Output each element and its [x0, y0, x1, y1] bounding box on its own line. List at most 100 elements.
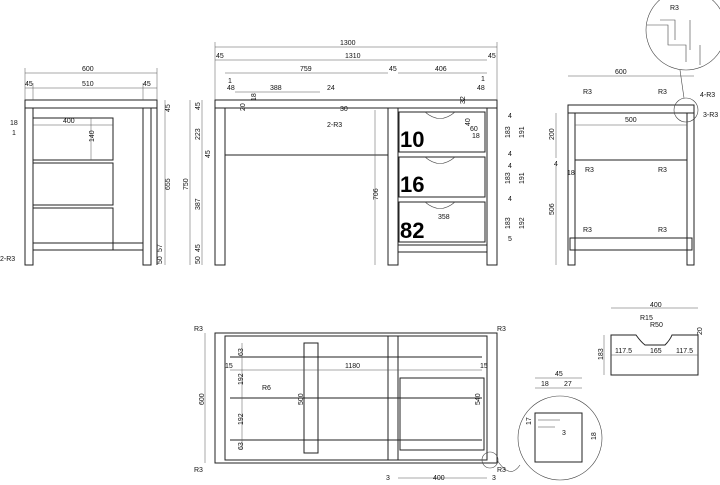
dim-706: 706	[373, 188, 380, 200]
dim-117-5-r: 117.5	[676, 348, 693, 355]
drawer-1[interactable]: 10	[398, 111, 486, 153]
dim-handle-18: 18	[472, 133, 480, 140]
dim-r15: R15	[640, 315, 653, 322]
dim-48-r: 48	[477, 85, 485, 92]
side-top-board	[567, 104, 695, 114]
note-r3-f: R3	[658, 227, 667, 234]
dim-140: 140	[89, 130, 96, 142]
dim-60: 60	[470, 126, 478, 133]
side-bottom-rail	[569, 237, 693, 251]
note-r3-bl: R3	[194, 467, 203, 474]
note-r3-a: R3	[583, 89, 592, 96]
dim-17: 17	[526, 417, 533, 425]
detail-circle	[517, 395, 603, 481]
dim-45: 45	[555, 371, 563, 378]
dim-1-l: 1	[228, 78, 232, 85]
dim-20: 20	[697, 327, 704, 335]
note-r3-detail: R3	[670, 5, 679, 12]
dim-gap-2: 4	[508, 151, 512, 158]
dim-57: 57	[157, 244, 164, 252]
dim-63-a: 63	[238, 348, 245, 356]
dim-1300: 1300	[340, 40, 356, 47]
dim-223: 223	[195, 128, 202, 140]
dim-4: 4	[554, 161, 558, 168]
front-right-leg	[486, 107, 498, 266]
drawer-number-2: 16	[400, 172, 424, 197]
dim-600: 600	[82, 66, 94, 73]
side-apron	[574, 112, 688, 161]
dim-506: 506	[549, 203, 556, 215]
dim-30: 30	[340, 106, 348, 113]
dim-192-a: 192	[238, 373, 245, 385]
note-4-r3: 4-R3	[700, 92, 715, 99]
dim-drawer-2: 183	[505, 172, 512, 184]
dim-600: 600	[615, 69, 627, 76]
drawer-side-3	[32, 207, 114, 251]
dim-200: 200	[549, 128, 556, 140]
dim-183: 183	[598, 348, 605, 360]
side-view: 600 500 200 4 18 506 4-R3 3-R3 R3 R3 R3 …	[549, 0, 720, 266]
dim-45-left: 45	[25, 81, 33, 88]
dim-117-5-l: 117.5	[615, 348, 632, 355]
joint-detail: 45 18 27 17 18 3	[517, 371, 603, 481]
detail-callout-large	[645, 0, 720, 71]
drawer-front-profile: 400 R15 R50 117.5 165 117.5 183 20	[598, 302, 704, 376]
drawer-number-3: 82	[400, 218, 424, 243]
drawer-2[interactable]: 16	[398, 156, 486, 198]
dim-45-bottom: 45	[195, 244, 202, 252]
dim-3-r: 3	[492, 475, 496, 482]
front-view: 10 16 82 1300 1310 45 45 759 45 406 388 …	[183, 40, 526, 266]
dim-18: 18	[567, 170, 575, 177]
dim-540: 540	[475, 393, 482, 405]
note-r6: R6	[262, 385, 271, 392]
side-leg-front	[567, 112, 576, 266]
dim-45-top: 45	[195, 102, 202, 110]
dim-gap-3: 4	[508, 163, 512, 170]
left-view: 600 45 510 45 400 140 18 1 45 655 57 50 …	[0, 66, 172, 266]
dim-3-l: 3	[386, 475, 390, 482]
dim-600: 600	[199, 393, 206, 405]
dim-45-right: 45	[143, 81, 151, 88]
note-r3-br: R3	[497, 467, 506, 474]
dim-side-2: 191	[519, 172, 526, 184]
left-back-leg	[142, 107, 152, 266]
dim-27: 27	[564, 381, 572, 388]
top-outline	[214, 332, 498, 464]
dim-18-b: 18	[591, 432, 598, 440]
dim-32: 32	[460, 96, 467, 104]
dim-759: 759	[300, 66, 312, 73]
dim-406: 406	[435, 66, 447, 73]
dim-24: 24	[327, 85, 335, 92]
note-r3-d: R3	[658, 167, 667, 174]
top-view: 600 1180 15 15 63 192 192 63 500 540 400…	[194, 326, 521, 482]
dim-45-rail: 45	[205, 150, 212, 158]
front-left-leg	[214, 107, 226, 266]
dim-gap-4: 4	[508, 196, 512, 203]
dim-gap-5: 5	[508, 236, 512, 243]
dim-45-r: 45	[488, 53, 496, 60]
dim-387: 387	[195, 198, 202, 210]
dim-45-mid: 45	[389, 66, 397, 73]
dim-165: 165	[650, 348, 662, 355]
dim-drawer-1: 183	[505, 126, 512, 138]
dim-side-3: 192	[519, 217, 526, 229]
dim-400: 400	[63, 118, 75, 125]
dim-655: 655	[165, 178, 172, 190]
dim-400: 400	[650, 302, 662, 309]
left-top-board	[24, 99, 158, 109]
dim-18: 18	[10, 120, 18, 127]
dim-510: 510	[82, 81, 94, 88]
dim-500: 500	[298, 393, 305, 405]
dim-50: 50	[157, 256, 164, 264]
dim-358: 358	[438, 214, 450, 221]
dim-48-l: 48	[227, 85, 235, 92]
drawer-footprint	[399, 377, 485, 451]
dim-50: 50	[195, 256, 202, 264]
drawer-3[interactable]: 82	[398, 201, 486, 243]
note-r3-b: R3	[658, 89, 667, 96]
dim-15-l: 15	[225, 363, 233, 370]
drawer-side-2	[32, 162, 114, 206]
dim-400: 400	[433, 475, 445, 482]
